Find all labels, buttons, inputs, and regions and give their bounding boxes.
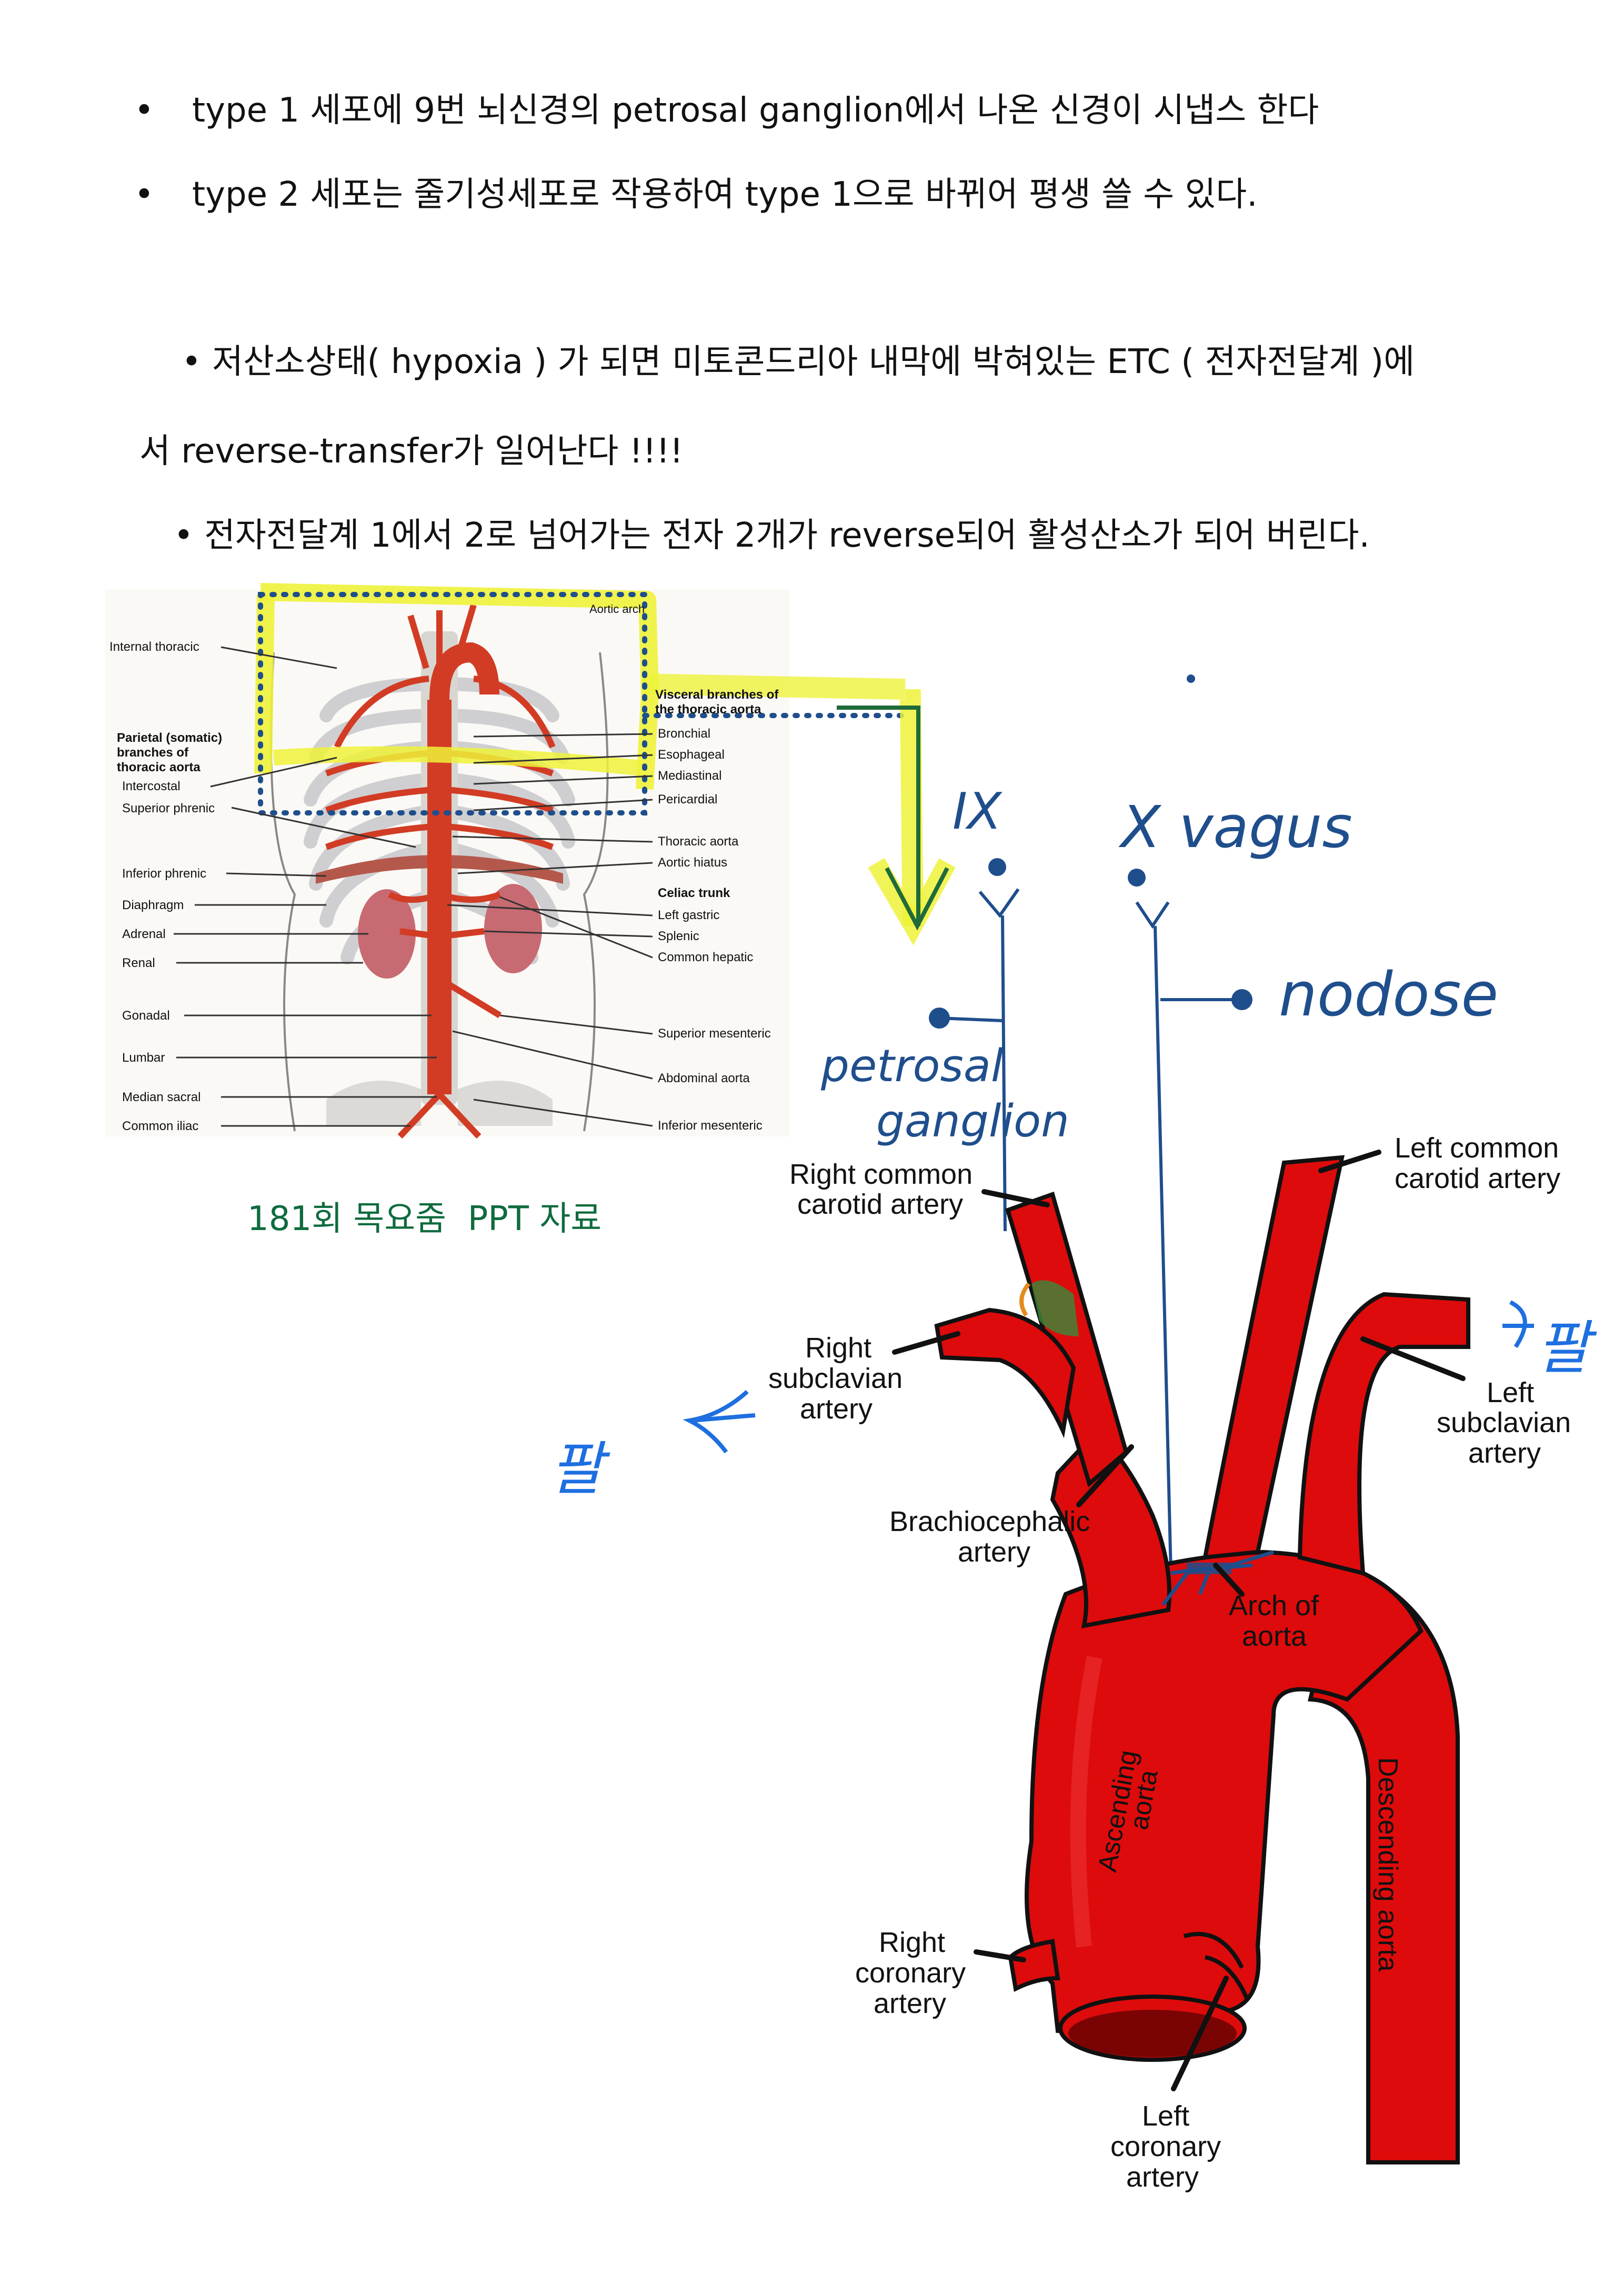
- label-lumbar: Lumbar: [122, 1051, 165, 1065]
- label-arch-of-aorta-2: aorta: [1242, 1620, 1307, 1652]
- thoracic-aorta-figure: Aortic arch Internal thoracic Parietal (…: [105, 583, 913, 1139]
- label-left-coronary-3: artery: [1126, 2161, 1199, 2193]
- label-inferior-phrenic: Inferior phrenic: [122, 867, 206, 881]
- label-diaphragm: Diaphragm: [122, 898, 184, 912]
- label-left-gastric: Left gastric: [658, 908, 719, 922]
- label-superior-mesenteric: Superior mesenteric: [658, 1026, 771, 1041]
- bullet: •: [134, 175, 154, 214]
- label-superior-phrenic: Superior phrenic: [122, 801, 215, 815]
- label-common-hepatic: Common hepatic: [658, 950, 753, 964]
- label-right-common-carotid-2: carotid artery: [797, 1189, 963, 1220]
- label-celiac-trunk: Celiac trunk: [658, 886, 730, 900]
- note-line-5: • 전자전달계 1에서 2로 넘어가는 전자 2개가 reverse되어 활성산…: [174, 516, 1370, 555]
- bullet: •: [134, 91, 154, 130]
- label-common-iliac: Common iliac: [122, 1119, 198, 1133]
- nodose-ganglion-dot: [1231, 989, 1252, 1010]
- label-parietal-2: branches of: [117, 746, 189, 760]
- label-aortic-arch: Aortic arch: [589, 602, 645, 616]
- figure-caption: 181회 목요줌 PPT 자료: [247, 1200, 602, 1238]
- label-right-subclavian: Right: [805, 1332, 871, 1364]
- label-right-coronary: Right: [879, 1927, 945, 1958]
- note-line-3: • 저산소상태( hypoxia ) 가 되면 미토콘드리아 내막에 박혀있는 …: [182, 343, 1415, 381]
- note-text: type 1 세포에 9번 뇌신경의 petrosal ganglion에서 나…: [192, 91, 1319, 130]
- note-text: type 2 세포는 줄기성세포로 작용하여 type 1으로 바뀌어 평생 쓸…: [192, 175, 1258, 214]
- label-parietal-3: thoracic aorta: [117, 760, 201, 774]
- label-left-common-carotid-2: carotid artery: [1395, 1163, 1560, 1194]
- hand-ix: IX: [953, 783, 1003, 841]
- hand-arm-right: 팔: [1537, 1314, 1597, 1382]
- label-arch-of-aorta: Arch of: [1229, 1590, 1319, 1622]
- label-intercostal: Intercostal: [122, 779, 181, 793]
- label-bronchial: Bronchial: [658, 727, 710, 741]
- label-renal: Renal: [122, 956, 155, 970]
- handwritten-annotations: IX X vagus petrosal ganglion nodose 팔 팔: [550, 674, 1597, 1574]
- aortic-arch-figure: Left common carotid artery Right common …: [768, 1132, 1571, 2193]
- label-visceral-2: the thoracic aorta: [655, 702, 761, 717]
- hand-arm-left: 팔: [550, 1435, 610, 1503]
- label-esophageal: Esophageal: [658, 748, 725, 762]
- label-visceral: Visceral branches of: [655, 688, 779, 702]
- label-median-sacral: Median sacral: [122, 1090, 201, 1104]
- label-right-common-carotid: Right common: [789, 1159, 973, 1190]
- label-left-subclavian: Left: [1487, 1377, 1534, 1408]
- label-mediastinal: Mediastinal: [658, 769, 721, 783]
- label-right-coronary-2: coronary: [855, 1957, 966, 1989]
- label-thoracic-aorta: Thoracic aorta: [658, 834, 739, 849]
- label-right-coronary-3: artery: [874, 1988, 946, 2019]
- label-internal-thoracic: Internal thoracic: [109, 640, 199, 654]
- label-pericardial: Pericardial: [658, 792, 717, 807]
- label-right-subclavian-3: artery: [800, 1393, 873, 1425]
- hand-petrosal: petrosal: [820, 1040, 1004, 1092]
- label-left-coronary-2: coronary: [1110, 2131, 1221, 2162]
- label-abdominal-aorta: Abdominal aorta: [658, 1071, 750, 1085]
- label-brachiocephalic-2: artery: [958, 1536, 1030, 1568]
- label-right-subclavian-2: subclavian: [768, 1363, 903, 1394]
- label-gonadal: Gonadal: [122, 1009, 170, 1023]
- label-adrenal: Adrenal: [122, 927, 166, 941]
- label-aortic-hiatus: Aortic hiatus: [658, 855, 727, 870]
- note-line-2: • type 2 세포는 줄기성세포로 작용하여 type 1으로 바뀌어 평생 …: [134, 174, 1258, 216]
- label-left-coronary: Left: [1142, 2100, 1189, 2132]
- label-descending-aorta: Descending aorta: [1372, 1757, 1403, 1972]
- label-brachiocephalic: Brachiocephalic: [889, 1506, 1090, 1537]
- vagus-neuron-dot: [1128, 869, 1146, 887]
- hand-vagus: X vagus: [1118, 793, 1352, 861]
- hand-nodose: nodose: [1279, 960, 1498, 1030]
- label-parietal: Parietal (somatic): [117, 731, 222, 745]
- note-line-4: 서 reverse-transfer가 일어난다 !!!!: [139, 432, 684, 471]
- label-inferior-mesenteric: Inferior mesenteric: [658, 1119, 763, 1133]
- label-left-subclavian-3: artery: [1468, 1437, 1541, 1469]
- label-left-common-carotid: Left common: [1395, 1132, 1559, 1164]
- hand-ganglion: ganglion: [876, 1095, 1069, 1147]
- ix-neuron-dot: [988, 858, 1006, 876]
- label-splenic: Splenic: [658, 929, 699, 943]
- label-left-subclavian-2: subclavian: [1437, 1407, 1571, 1438]
- note-line-1: • type 1 세포에 9번 뇌신경의 petrosal ganglion에서 …: [134, 89, 1319, 132]
